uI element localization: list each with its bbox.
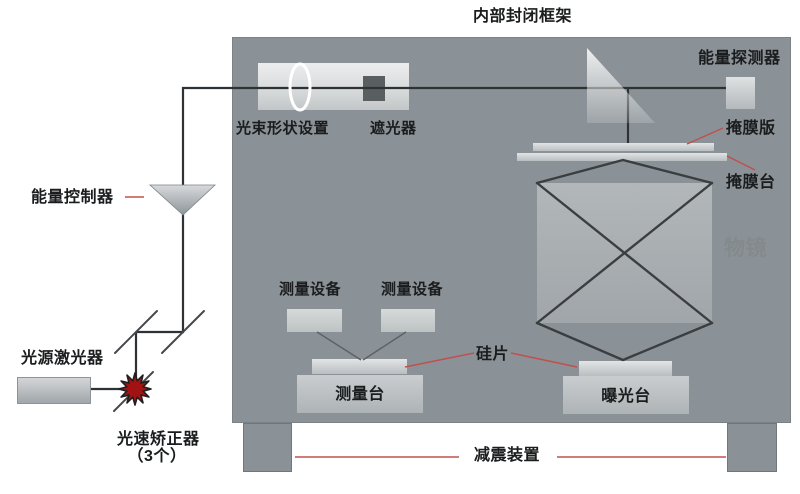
energy-controller-label: 能量控制器 [31, 189, 114, 206]
shutter-block-icon [363, 76, 385, 101]
beam-shaper-label: 光束形状设置 [236, 120, 330, 137]
measurement-stage-label: 测量台 [335, 386, 385, 403]
energy-controller-funnel-icon [148, 184, 217, 216]
wafer-label: 硅片 [476, 346, 510, 363]
measurement-device-right-unit [381, 309, 435, 332]
damper-leg-left [243, 423, 292, 472]
wafer-on-measurement-stage [312, 359, 407, 374]
wafer-on-exposure-stage [579, 361, 672, 376]
mirror-icons [113, 310, 205, 412]
beam-corrector-label: 光速矫正器 [117, 431, 200, 448]
beam-corrector-burst-icon [118, 372, 152, 406]
mask-stage-label: 掩膜台 [726, 174, 776, 191]
objective-lens-body [537, 183, 712, 323]
exposure-stage-label: 曝光台 [601, 388, 651, 405]
laser-source-label: 光源激光器 [21, 350, 104, 367]
energy-detector-label: 能量探测器 [698, 50, 781, 67]
damper-label: 减震装置 [474, 447, 541, 464]
measurement-device-right-label: 测量设备 [381, 281, 444, 298]
exposure-stage-body [563, 376, 689, 414]
beam-shaper-unit [258, 63, 409, 110]
laser-source-unit [17, 377, 91, 404]
measurement-device-left-unit [287, 309, 342, 332]
shutter-label: 遮光器 [370, 120, 417, 137]
damper-leg-right [727, 423, 777, 472]
measurement-device-left-label: 测量设备 [279, 281, 342, 298]
diagram-title: 内部封闭框架 [473, 8, 573, 25]
beam-corrector-count-label: （3个） [127, 448, 187, 465]
measurement-stage-body [297, 375, 423, 413]
mask-plate-label: 掩膜版 [726, 120, 776, 137]
mask-stage-bar [517, 153, 727, 161]
mask-plate-bar [533, 143, 714, 151]
objective-lens-label: 物镜 [724, 237, 767, 260]
energy-detector-unit [726, 77, 755, 109]
